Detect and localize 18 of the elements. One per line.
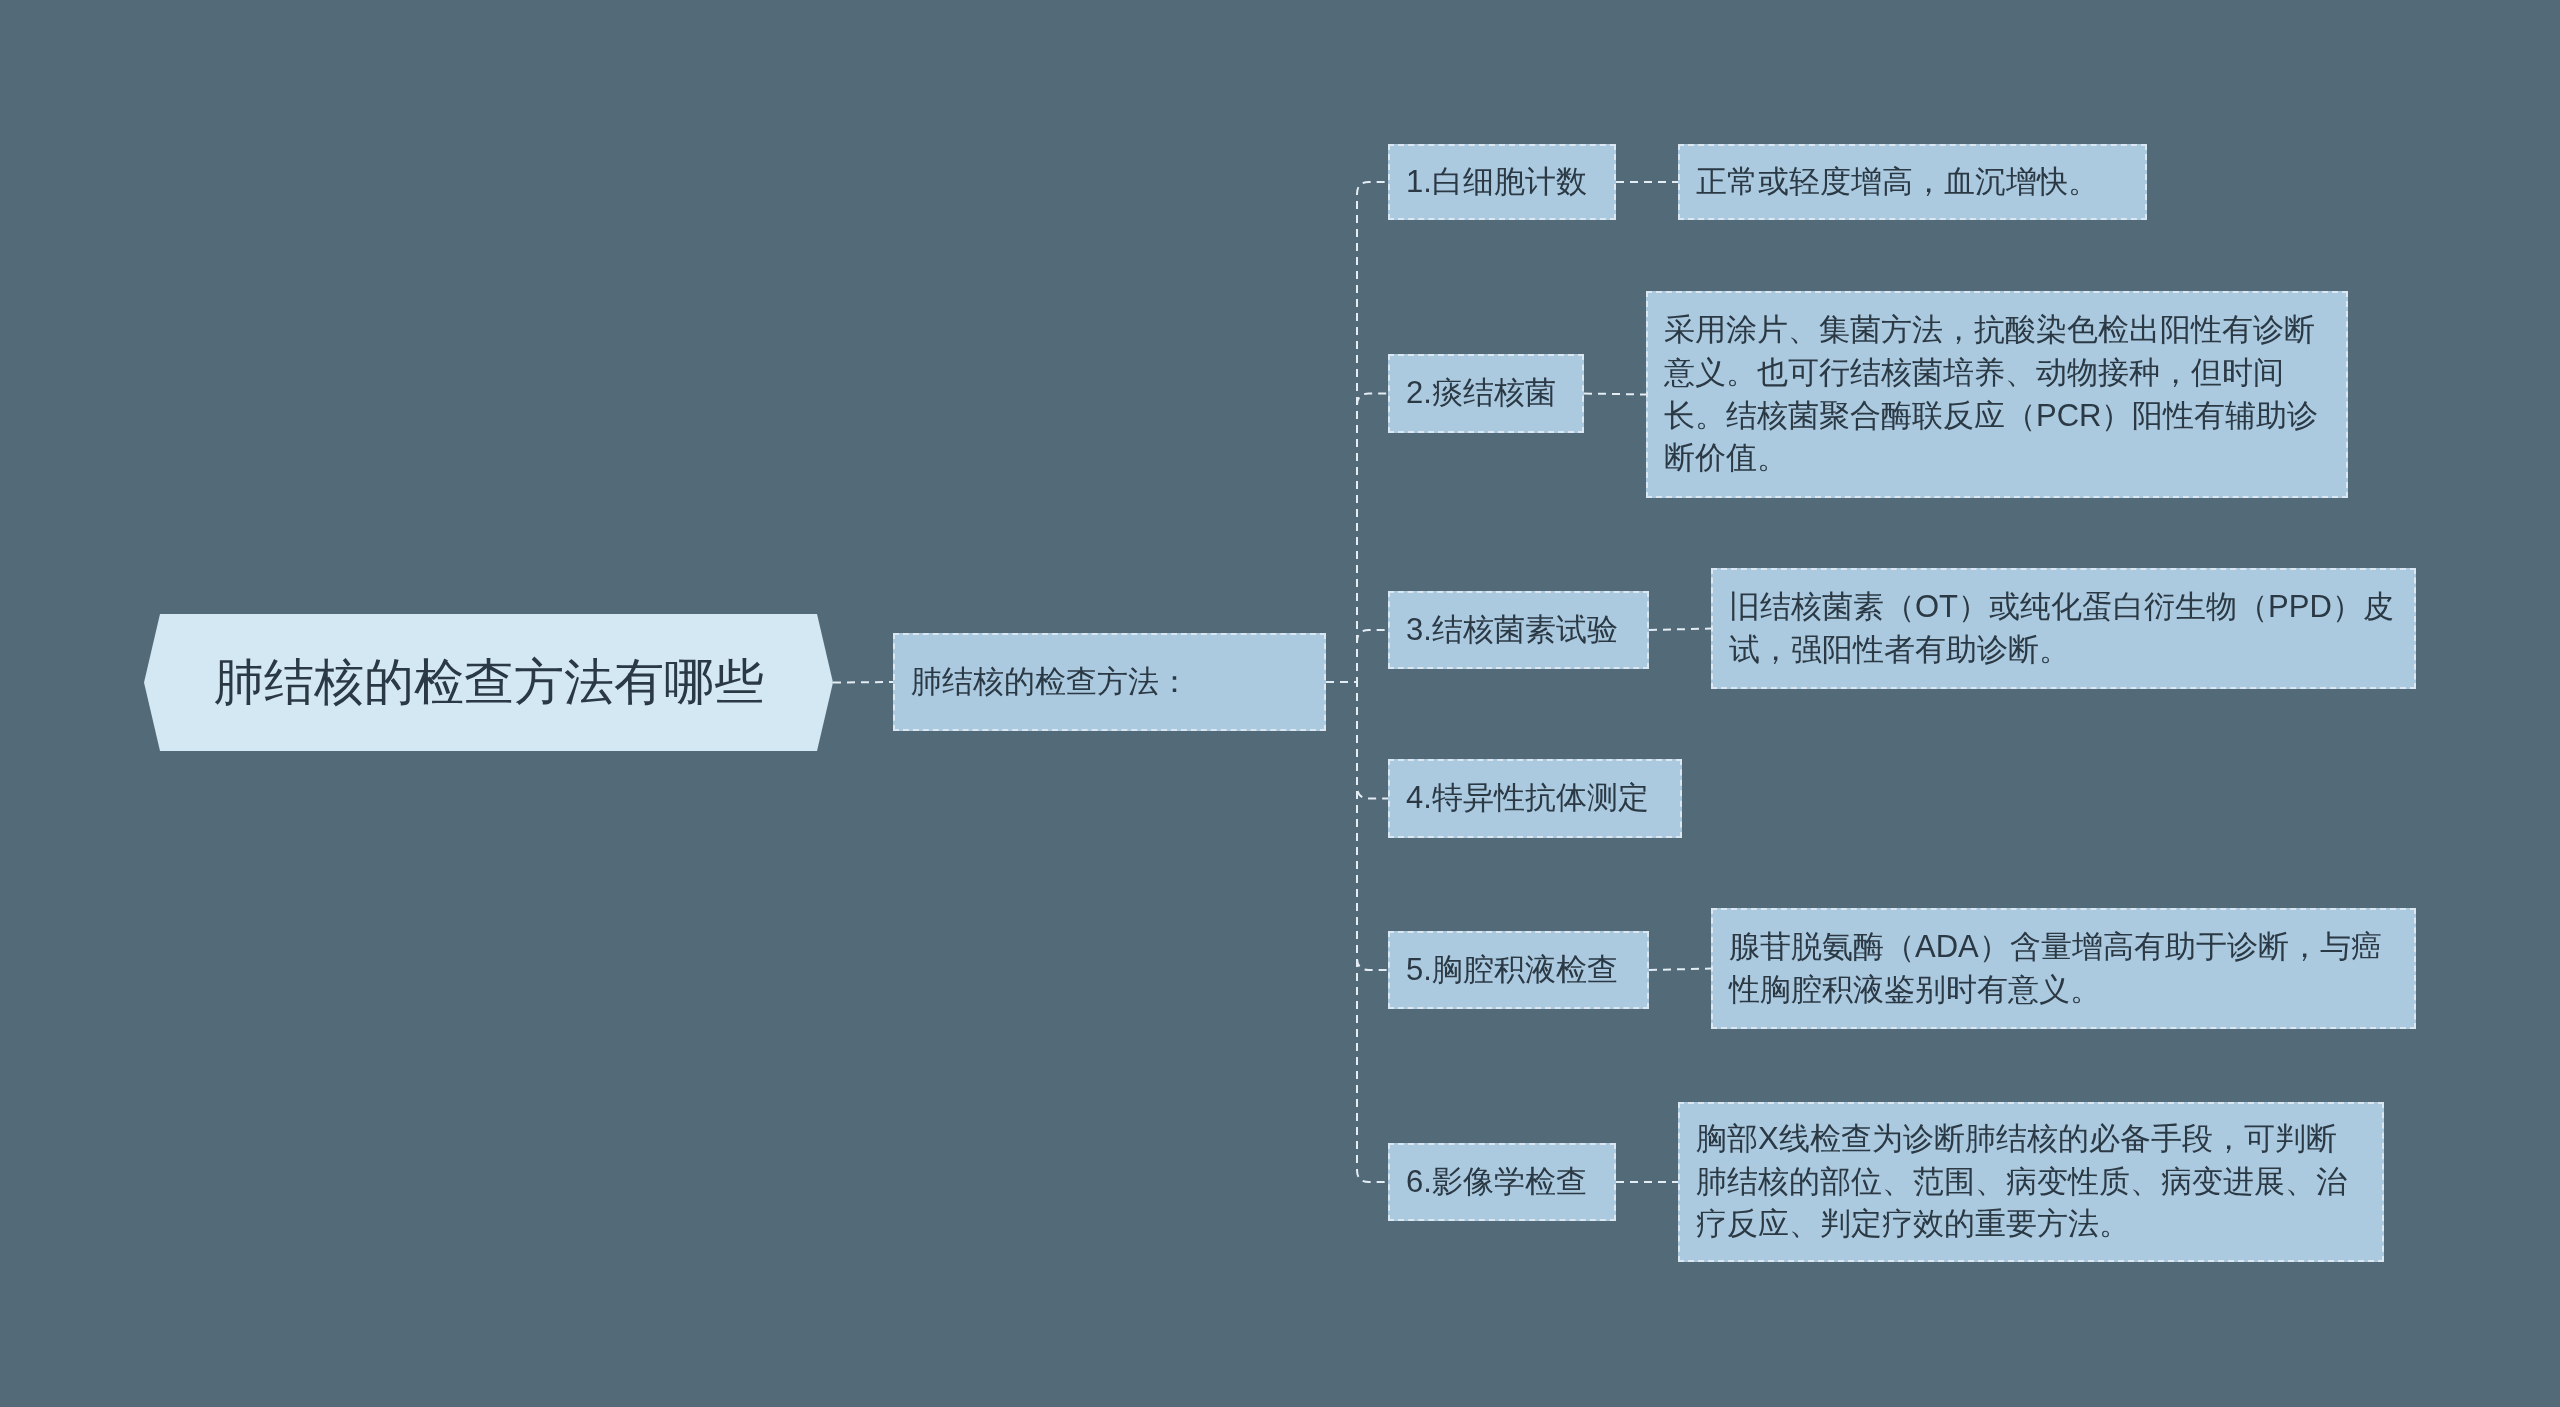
topic-box: 2.痰结核菌 <box>1388 354 1584 433</box>
topic-box: 1.白细胞计数 <box>1388 144 1616 220</box>
topic-box: 6.影像学检查 <box>1388 1143 1616 1221</box>
connector-line <box>1648 627 1712 631</box>
topic-box: 4.特异性抗体测定 <box>1388 759 1682 838</box>
connector-line <box>1615 181 1679 183</box>
topic-box: 旧结核菌素（OT）或纯化蛋白衍生物（PPD）皮试，强阳性者有助诊断。 <box>1711 568 2416 689</box>
connector-line <box>1583 392 1647 396</box>
branch-box: 肺结核的检查方法： <box>893 633 1326 731</box>
connector-line <box>832 681 894 684</box>
topic-box: 胸部X线检查为诊断肺结核的必备手段，可判断肺结核的部位、范围、病变性质、病变进展、治疗反应、判定疗效的重要方法。 <box>1678 1102 2384 1262</box>
topic-box: 3.结核菌素试验 <box>1388 591 1649 669</box>
connector-line <box>1615 1181 1679 1183</box>
connector-line <box>1648 967 1712 971</box>
topic-box: 正常或轻度增高，血沉增快。 <box>1678 144 2147 220</box>
topic-box: 采用涂片、集菌方法，抗酸染色检出阳性有诊断意义。也可行结核菌培养、动物接种，但时间长。结核菌聚合酶联反应（PCR）阳性有辅助诊断价值。 <box>1646 291 2348 498</box>
topic-box: 腺苷脱氨酶（ADA）含量增高有助于诊断，与癌性胸腔积液鉴别时有意义。 <box>1711 908 2416 1029</box>
topic-box: 5.胸腔积液检查 <box>1388 931 1649 1009</box>
